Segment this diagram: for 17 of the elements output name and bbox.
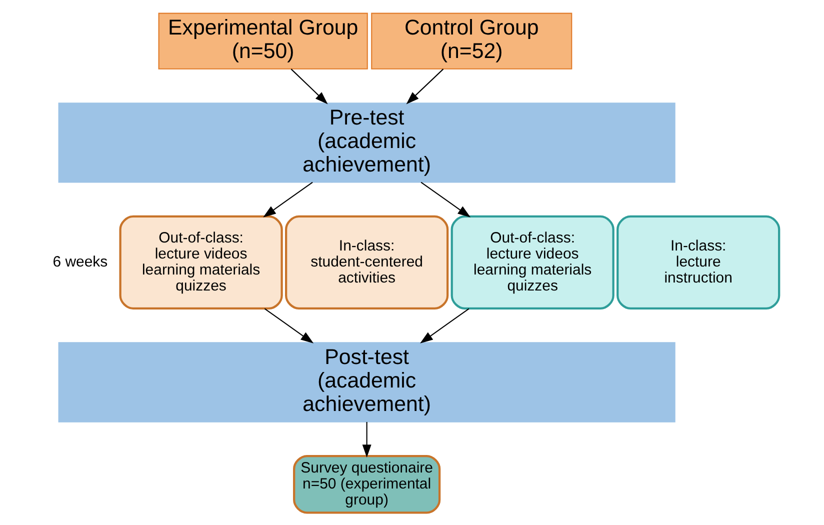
arrow <box>362 421 372 458</box>
arrow <box>420 181 471 217</box>
node-box: Post-test (academic achievement) <box>58 342 676 422</box>
arrow <box>290 68 328 104</box>
node-box: Control Group (n=52) <box>371 12 572 69</box>
arrow <box>263 181 313 217</box>
node-box: Survey questionaire n=50 (experimental group) <box>293 454 441 514</box>
node-box: In-class: student-centered activities <box>285 214 449 310</box>
arrow <box>406 68 444 104</box>
arrow <box>264 308 314 343</box>
arrow <box>420 308 470 343</box>
node-box: Pre-test (academic achievement) <box>58 102 676 182</box>
node-box: Out-of-class: lecture videos learning materials quizzes <box>450 214 614 310</box>
node-box: Experimental Group (n=50) <box>158 12 368 69</box>
label: 6 weeks <box>52 252 108 270</box>
node-box: In-class: lecture instruction <box>616 214 780 310</box>
node-box: Out-of-class: lecture videos learning materials quizzes <box>119 214 283 310</box>
